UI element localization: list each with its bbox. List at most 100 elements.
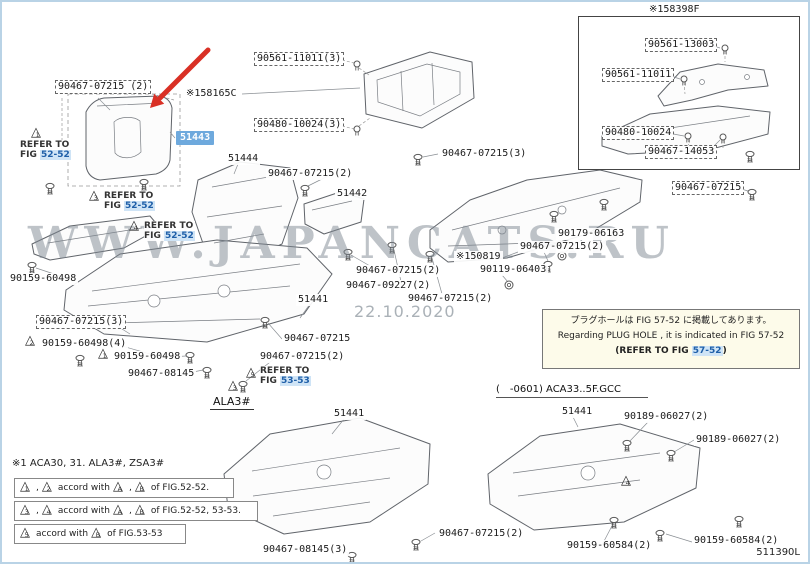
inset-figure-code[interactable]: ※158398F [647, 4, 702, 16]
part-number-label[interactable]: 90467-07215 [672, 181, 745, 195]
fig-reference: 57-52 [691, 346, 723, 356]
part-number-label[interactable]: 51444 [226, 153, 261, 165]
inset-box [578, 16, 800, 170]
grommet-icon [557, 251, 567, 261]
clip-icon [353, 125, 361, 136]
part-number-label[interactable]: ※150819 [454, 251, 503, 263]
refer-to-note: REFER TO FIG 52-52 [104, 191, 155, 211]
figure-doc-code: 511390L [756, 547, 800, 558]
refer-to-note: REFER TO FIG 53-53 [260, 366, 311, 386]
dashed-leader-lines [61, 51, 726, 152]
bolt-icon [655, 529, 665, 542]
part-number-label[interactable]: 51441 [332, 408, 367, 420]
part-number-label[interactable]: 90159-60498 [112, 351, 183, 363]
part-number-label[interactable]: 90480-10024(3) [254, 118, 345, 132]
part-number-label[interactable]: 90467-14053 [645, 145, 718, 159]
triangle-icon: △3 [20, 502, 30, 517]
legend-text: of FIG.52-52. [150, 483, 210, 493]
triangle-icon: △B [134, 479, 145, 494]
triangle-icon: △ [89, 188, 99, 203]
warning-triangle-marker: △5 [246, 365, 256, 380]
part-number-label[interactable]: ※158165C [184, 88, 239, 100]
part-number-label[interactable]: 51442 [335, 188, 370, 200]
triangle-icon: △ [25, 333, 35, 348]
triangle-icon: △ [246, 365, 256, 380]
triangle-icon: △ [621, 473, 631, 488]
part-number-label[interactable]: 90467-07215(2) [406, 293, 495, 305]
part-number-label[interactable]: 90189-06027(2) [694, 434, 783, 446]
part-number-label[interactable]: 90159-60498(4) [40, 338, 129, 350]
fig-reference: 53-53 [280, 376, 311, 386]
bolt-icon [300, 184, 310, 197]
applicability-footnote: ※1 ACA30, 31. ALA3#, ZSA3# [12, 458, 165, 469]
triangle-icon: △A [113, 502, 124, 517]
triangle-icon: △B [91, 525, 102, 540]
refer-to-note: REFER TO FIG 52-52 [20, 140, 71, 160]
part-number-label[interactable]: 90467-09227(2) [344, 280, 433, 292]
part-number-label[interactable]: 90159-60498 [8, 273, 79, 285]
triangle-icon: △ [228, 378, 238, 393]
warning-triangle-marker: △1 [31, 125, 41, 140]
triangle-icon: △5 [20, 525, 30, 540]
triangle-icon: △A [113, 479, 124, 494]
refer-line: REFER TO [20, 140, 70, 150]
refer-line: REFER TO [260, 366, 310, 376]
bolt-icon [45, 182, 55, 195]
triangle-icon: △2 [41, 479, 52, 494]
part-number-label[interactable]: 90467-07215(2) [437, 528, 526, 540]
grommet-icon [504, 280, 514, 290]
bolt-icon [413, 153, 423, 166]
part-number-label[interactable]: 90467-07215 (2) [55, 80, 152, 94]
part-number-label[interactable]: 90467-07215(2) [354, 265, 443, 277]
warning-triangle-marker: △3 [228, 378, 238, 393]
refer-to-note: REFER TO FIG 52-52 [144, 221, 195, 241]
part-number-label[interactable]: 90467-08145(3) [261, 544, 350, 556]
part-number-label[interactable]: 90467-07215(2) [518, 241, 607, 253]
part-number-label[interactable]: 90480-10024 [602, 126, 675, 140]
triangle-icon: △4 [41, 502, 52, 517]
part-number-label[interactable]: 90467-07215 [282, 333, 353, 345]
red-pointer-arrow [150, 47, 211, 108]
warning-triangle-marker: △3 [89, 188, 99, 203]
bolt-icon [185, 351, 195, 364]
part-number-label[interactable]: 90467-07215(3) [36, 315, 127, 329]
part-number-label[interactable]: 90189-06027(2) [622, 411, 711, 423]
part-number-label[interactable]: 51441 [296, 294, 331, 306]
legend-row: △1, △2 accord with △A, △B of FIG.52-52. [14, 478, 234, 498]
triangle-icon: △ [31, 125, 41, 140]
refer-fig-line: FIG 52-52 [104, 201, 155, 211]
legend-row: △5 accord with △B of FIG.53-53 [14, 524, 186, 544]
part-number-label[interactable]: 90561-11011(3) [254, 52, 345, 66]
part-number-label[interactable]: 90467-07215(2) [258, 351, 347, 363]
part-number-label[interactable]: 90159-60584(2) [565, 540, 654, 552]
plug-hole-note: プラグホールは FIG 57-52 に掲載してあります。 Regarding P… [542, 309, 800, 369]
part-number-label[interactable]: 90467-07215(2) [266, 168, 355, 180]
refer-line: REFER TO [144, 221, 194, 231]
refer-fig-line: FIG 52-52 [20, 150, 71, 160]
part-number-label[interactable]: 90159-60584(2) [692, 535, 781, 547]
model-code-label: ALA3# [210, 395, 254, 410]
part-number-label-selected[interactable]: 51443 [176, 131, 215, 145]
part-number-label[interactable]: 90561-11011 [602, 68, 675, 82]
clip-icon [353, 60, 361, 71]
part-number-label[interactable]: 90561-13003 [645, 38, 718, 52]
legend-text: accord with [57, 483, 111, 493]
plug-note-en: Regarding PLUG HOLE , it is indicated in… [557, 331, 785, 341]
legend-row: △3, △4 accord with △A, △B of FIG.52-52, … [14, 501, 258, 521]
part-number-label[interactable]: 90179-06163 [556, 228, 627, 240]
triangle-icon: △B [134, 502, 145, 517]
bolt-icon [343, 248, 353, 261]
part-number-label[interactable]: 90467-07215(3) [440, 148, 529, 160]
part-number-label[interactable]: 90119-06403 [478, 264, 549, 276]
bolt-icon [75, 354, 85, 367]
part-number-label[interactable]: 90467-08145 [126, 368, 197, 380]
warning-triangle-marker: △2 [25, 333, 35, 348]
triangle-icon: △ [129, 218, 139, 233]
refer-fig-line: FIG 52-52 [144, 231, 195, 241]
legend-text: accord with [57, 506, 111, 516]
bolt-icon [411, 538, 421, 551]
warning-triangle-marker: △4 [129, 218, 139, 233]
legend-text: of FIG.53-53 [107, 529, 163, 539]
part-number-label[interactable]: 51441 [560, 406, 595, 418]
